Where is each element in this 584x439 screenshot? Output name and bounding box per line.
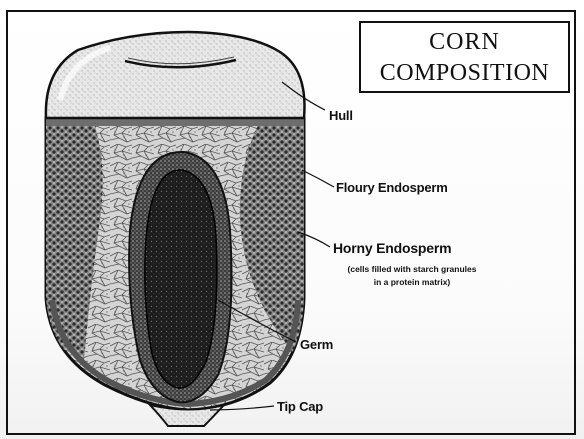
title-line-2: COMPOSITION — [361, 60, 568, 87]
label-floury-endosperm: Floury Endosperm — [336, 180, 448, 195]
label-tip-cap: Tip Cap — [277, 399, 323, 414]
label-hull: Hull — [329, 108, 353, 123]
label-horny-endosperm: Horny Endosperm — [333, 240, 451, 256]
germ-inner — [145, 170, 217, 388]
title-box: CORN COMPOSITION — [359, 21, 570, 93]
label-horny-note-line1: (cells filled with starch granules — [337, 263, 487, 276]
title-line-1: CORN — [361, 29, 568, 56]
label-horny-note-line2: in a protein matrix) — [337, 276, 487, 289]
hull-top — [46, 32, 305, 118]
label-germ: Germ — [300, 337, 333, 352]
